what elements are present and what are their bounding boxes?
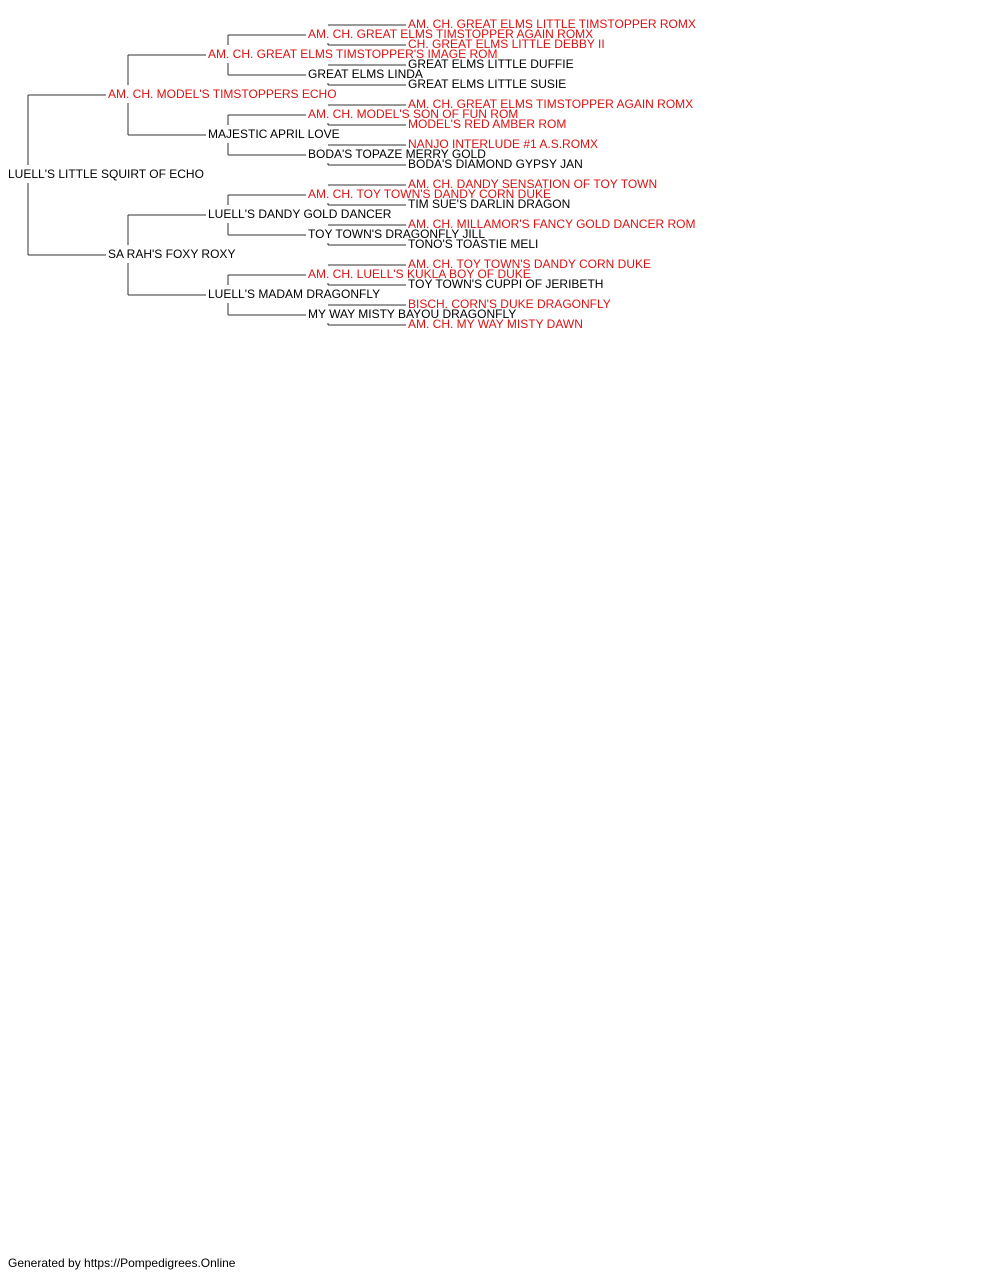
dog-tim-sue-s-darlin-dragon: TIM SUE'S DARLIN DRAGON [408,197,570,211]
pedigree-connector-lines [27,24,406,326]
dog-great-elms-little-duffie: GREAT ELMS LITTLE DUFFIE [408,57,574,71]
dog-am-ch-dandy-sensation-of-toy-town: AM. CH. DANDY SENSATION OF TOY TOWN [408,177,657,191]
dog-am-ch-great-elms-little-timstopper-romx: AM. CH. GREAT ELMS LITTLE TIMSTOPPER ROM… [408,17,696,31]
generated-by-footer: Generated by https://Pompedigrees.Online [8,1256,236,1270]
dog-am-ch-great-elms-timstopper-s-image-rom: AM. CH. GREAT ELMS TIMSTOPPER'S IMAGE RO… [208,47,497,61]
dog-am-ch-model-s-son-of-fun-rom: AM. CH. MODEL'S SON OF FUN ROM [308,107,518,121]
dog-luell-s-little-squirt-of-echo: LUELL'S LITTLE SQUIRT OF ECHO [8,167,204,181]
dog-nanjo-interlude-1-a-s-romx: NANJO INTERLUDE #1 A.S.ROMX [408,137,598,151]
dog-boda-s-topaze-merry-gold: BODA'S TOPAZE MERRY GOLD [308,147,486,161]
dog-toy-town-s-dragonfly-jill: TOY TOWN'S DRAGONFLY JILL [308,227,485,241]
dog-am-ch-great-elms-timstopper-again-romx: AM. CH. GREAT ELMS TIMSTOPPER AGAIN ROMX [308,27,593,41]
dog-great-elms-linda: GREAT ELMS LINDA [308,67,423,81]
dog-am-ch-toy-town-s-dandy-corn-duke: AM. CH. TOY TOWN'S DANDY CORN DUKE [308,187,551,201]
dog-majestic-april-love: MAJESTIC APRIL LOVE [208,127,340,141]
dog-model-s-red-amber-rom: MODEL'S RED AMBER ROM [408,117,566,131]
dog-my-way-misty-bayou-dragonfly: MY WAY MISTY BAYOU DRAGONFLY [308,307,516,321]
dog-luell-s-madam-dragonfly: LUELL'S MADAM DRAGONFLY [208,287,380,301]
dog-boda-s-diamond-gypsy-jan: BODA'S DIAMOND GYPSY JAN [408,157,583,171]
dog-sa-rah-s-foxy-roxy: SA RAH'S FOXY ROXY [108,247,235,261]
dog-great-elms-little-susie: GREAT ELMS LITTLE SUSIE [408,77,566,91]
dog-am-ch-luell-s-kukla-boy-of-duke: AM. CH. LUELL'S KUKLA BOY OF DUKE [308,267,531,281]
dog-am-ch-model-s-timstoppers-echo: AM. CH. MODEL'S TIMSTOPPERS ECHO [108,87,337,101]
dog-am-ch-great-elms-timstopper-again-romx: AM. CH. GREAT ELMS TIMSTOPPER AGAIN ROMX [408,97,693,111]
dog-am-ch-toy-town-s-dandy-corn-duke: AM. CH. TOY TOWN'S DANDY CORN DUKE [408,257,651,271]
pedigree-name-labels: LUELL'S LITTLE SQUIRT OF ECHO AM. CH. MOD… [8,17,696,331]
dog-toy-town-s-cuppi-of-jeribeth: TOY TOWN'S CUPPI OF JERIBETH [408,277,603,291]
dog-luell-s-dandy-gold-dancer: LUELL'S DANDY GOLD DANCER [208,207,392,221]
dog-bisch-corn-s-duke-dragonfly: BISCH. CORN'S DUKE DRAGONFLY [408,297,611,311]
dog-ch-great-elms-little-debby-ii: CH. GREAT ELMS LITTLE DEBBY II [408,37,605,51]
dog-tono-s-toastie-meli: TONO'S TOASTIE MELI [408,237,538,251]
dog-am-ch-millamor-s-fancy-gold-dancer-rom: AM. CH. MILLAMOR'S FANCY GOLD DANCER ROM [408,217,695,231]
dog-am-ch-my-way-misty-dawn: AM. CH. MY WAY MISTY DAWN [408,317,583,331]
